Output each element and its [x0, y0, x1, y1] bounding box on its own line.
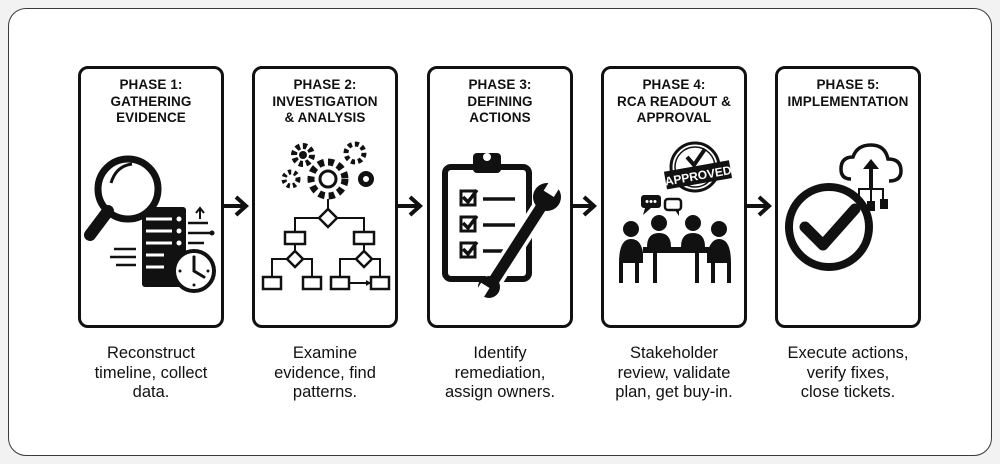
meeting-approved-stamp-icon: APPROVED [619, 141, 733, 283]
arrow-right-icon [224, 195, 249, 217]
arrow-right-icon [747, 195, 772, 217]
phase-3-card: PHASE 3: DEFINING ACTIONS [427, 66, 573, 328]
phase-1-card: PHASE 1: GATHERING EVIDENCE [78, 66, 224, 328]
arrow-right-icon [398, 195, 423, 217]
arrow-right-icon [572, 195, 597, 217]
phase-1-title: PHASE 1: GATHERING EVIDENCE [110, 77, 192, 125]
phase-5-caption: Execute actions, verify fixes, close tic… [787, 344, 909, 401]
phase-4-card: PHASE 4: RCA READOUT & APPROVAL APPROVED [601, 66, 747, 328]
phase-2-card: PHASE 2: INVESTIGATION & ANALYSIS [252, 66, 398, 328]
clipboard-checklist-wrench-icon [442, 153, 563, 300]
checkmark-cloud-upload-icon [785, 143, 903, 271]
phase-5-title: PHASE 5: IMPLEMENTATION [787, 77, 909, 109]
gears-flowchart-icon [261, 141, 391, 291]
magnifier-server-clock-icon [84, 155, 216, 293]
phase-3-caption: Identify remediation, assign owners. [444, 344, 556, 401]
phase-5-card: PHASE 5: IMPLEMENTATION [775, 66, 921, 328]
phase-1-caption: Reconstruct timeline, collect data. [94, 344, 208, 401]
phase-2-title: PHASE 2: INVESTIGATION & ANALYSIS [272, 77, 378, 125]
phase-3-title: PHASE 3: DEFINING ACTIONS [467, 77, 533, 125]
phase-4-title: PHASE 4: RCA READOUT & APPROVAL [616, 77, 732, 125]
phase-4-caption: Stakeholder review, validate plan, get b… [615, 344, 733, 401]
phase-2-caption: Examine evidence, find patterns. [274, 344, 376, 401]
